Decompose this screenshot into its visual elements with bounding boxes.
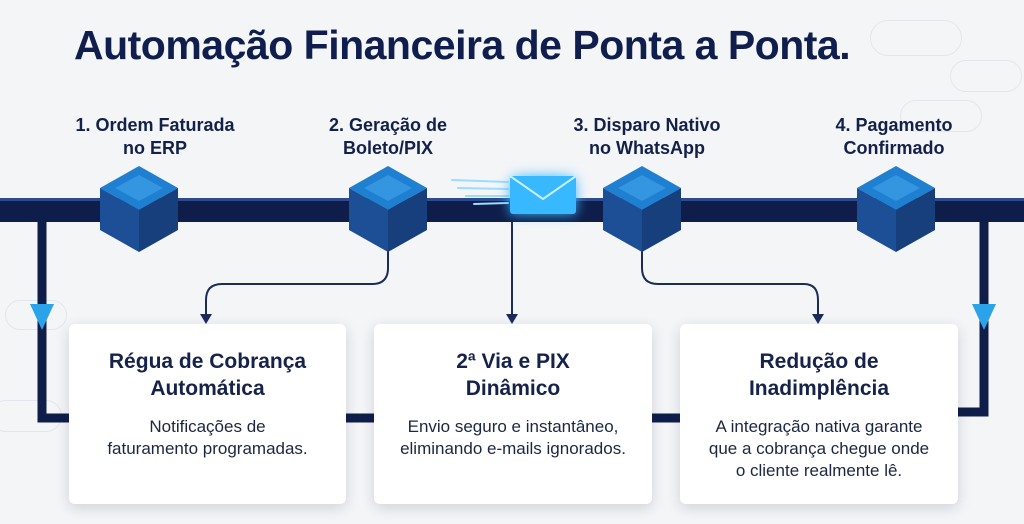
connector-node2-card1 [205,246,389,316]
card-text-line-1: Envio seguro e instantâneo, [407,417,619,436]
node-cube-icon [349,166,427,252]
card-title-line-2: Inadimplência [748,377,890,400]
arrowhead-card1 [200,314,212,324]
step-2-line-2: Boleto/PIX [342,138,433,158]
step-1-line-2: no ERP [122,138,187,158]
background-cloud [900,100,982,132]
loop-connector-left [37,222,70,423]
step-2-line-1: 2. Geração de [328,115,448,135]
page-title: Automação Financeira de Ponta a Ponta. [74,22,851,68]
motion-streaks [451,179,509,205]
card-text-line-3: o cliente realmente lê. [735,461,903,480]
card-text-line-1: A integração nativa garante [715,417,923,436]
card-description: Envio seguro e instantâneo, eliminando e… [374,416,652,460]
card-segunda-via-pix: 2ª Via e PIX Dinâmico Envio seguro e ins… [374,324,652,504]
down-arrow-right [972,304,996,330]
card-text-line-2: faturamento programadas. [107,439,308,458]
loop-connector-right [958,222,989,417]
card-title-line-2: Dinâmico [465,377,561,400]
card-title-line-2: Automática [150,377,265,400]
card-description: A integração nativa garante que a cobran… [680,416,958,482]
card-description: Notificações de faturamento programadas. [69,416,346,460]
connector-node3-card3 [641,246,819,316]
card-text-line-2: que a cobrança chegue onde [708,439,930,458]
card-title-line-1: Redução de [759,350,879,373]
card-title: Redução de Inadimplência [680,348,958,402]
step-label-1: 1. Ordem Faturada no ERP [55,114,255,160]
step-label-3: 3. Disparo Nativo no WhatsApp [547,114,747,160]
card-reducao-inadimplencia: Redução de Inadimplência A integração na… [680,324,958,504]
down-arrow-left [30,304,54,330]
node-cube-icon [857,166,935,252]
background-cloud [950,60,1022,92]
envelope-icon [509,175,577,214]
card-title: 2ª Via e PIX Dinâmico [374,348,652,402]
arrowhead-card2 [506,314,518,324]
node-cube-icon [100,166,178,252]
card-text-line-1: Notificações de [149,417,266,436]
card-title-line-1: 2ª Via e PIX [456,350,570,373]
card-regua-cobranca: Régua de Cobrança Automática Notificaçõe… [69,324,346,504]
background-cloud [5,300,67,330]
step-label-2: 2. Geração de Boleto/PIX [288,114,488,160]
node-cube-icon [603,166,681,252]
step-label-4: 4. Pagamento Confirmado [794,114,994,160]
card-title: Régua de Cobrança Automática [69,348,346,402]
card-text-line-2: eliminando e-mails ignorados. [400,439,626,458]
step-3-line-1: 3. Disparo Nativo [573,115,721,135]
step-4-line-2: Confirmado [843,138,945,158]
arrowhead-card3 [812,314,824,324]
card-title-line-1: Régua de Cobrança [108,350,307,373]
background-cloud [870,20,962,56]
step-1-line-1: 1. Ordem Faturada [75,115,235,135]
step-3-line-2: no WhatsApp [589,138,705,158]
step-4-line-1: 4. Pagamento [835,115,953,135]
